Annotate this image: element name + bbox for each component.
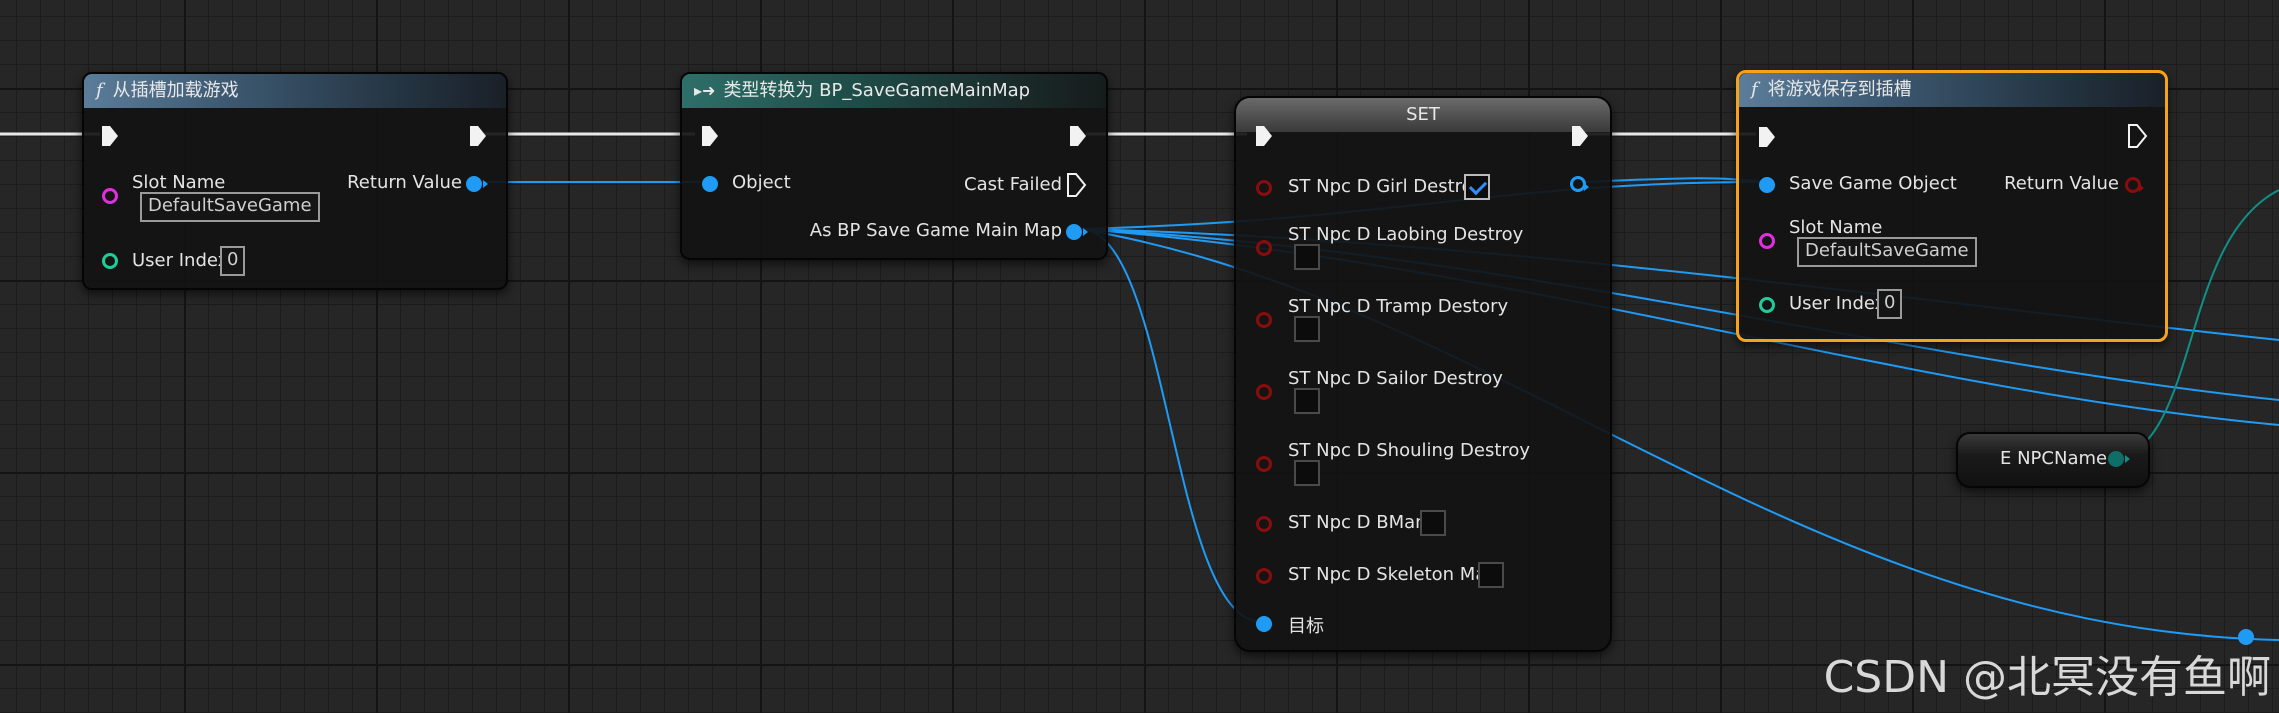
object-wire bbox=[1079, 228, 1263, 623]
exec-in-pin[interactable] bbox=[1254, 124, 1274, 148]
exec-out-pin[interactable] bbox=[2127, 123, 2149, 149]
as-output-pin[interactable] bbox=[1066, 224, 1088, 240]
sailor-destroy-checkbox[interactable] bbox=[1294, 388, 1320, 414]
slot-name-pin[interactable] bbox=[1759, 233, 1775, 249]
row-label: ST Npc D Sailor Destroy bbox=[1288, 368, 1503, 389]
return-value-label: Return Value bbox=[347, 172, 462, 193]
object-pin[interactable] bbox=[702, 176, 718, 192]
row-label: ST Npc D Tramp Destory bbox=[1288, 296, 1509, 317]
function-icon: f bbox=[1751, 79, 1758, 100]
bman-checkbox[interactable] bbox=[1420, 510, 1446, 536]
skeleton-man-pin[interactable] bbox=[1256, 568, 1272, 584]
enum-label: E NPCName bbox=[2000, 448, 2108, 469]
cast-failed-exec-pin[interactable] bbox=[1066, 172, 1088, 198]
slot-name-label: Slot Name bbox=[132, 172, 226, 193]
exec-in-pin[interactable] bbox=[100, 124, 120, 148]
object-label: Object bbox=[732, 172, 791, 193]
node-header: ▸➜ 类型转换为 BP_SaveGameMainMap bbox=[682, 74, 1106, 108]
row-label: ST Npc D Laobing Destroy bbox=[1288, 224, 1524, 245]
bman-pin[interactable] bbox=[1256, 516, 1272, 532]
user-index-pin[interactable] bbox=[1759, 297, 1775, 313]
laobing-destroy-pin[interactable] bbox=[1256, 240, 1272, 256]
function-icon: f bbox=[96, 80, 103, 101]
slot-name-input[interactable]: DefaultSaveGame bbox=[1797, 237, 1977, 267]
reroute-node[interactable] bbox=[2238, 629, 2254, 645]
exec-out-pin[interactable] bbox=[468, 124, 488, 148]
user-index-input[interactable]: 0 bbox=[220, 246, 246, 276]
cast-failed-label: Cast Failed bbox=[964, 174, 1062, 195]
enum-out-pin[interactable] bbox=[2108, 451, 2130, 467]
node-header: f 将游戏保存到插槽 bbox=[1739, 73, 2165, 107]
exec-out-pin[interactable] bbox=[1570, 124, 1590, 148]
target-label: 目标 bbox=[1288, 616, 1324, 637]
slot-name-pin[interactable] bbox=[102, 188, 118, 204]
enum-literal-node[interactable]: E NPCName bbox=[1956, 432, 2150, 488]
row-label: ST Npc D Skeleton Man bbox=[1288, 564, 1498, 585]
girl-destroy-out-pin[interactable] bbox=[1570, 176, 1589, 192]
exec-in-pin[interactable] bbox=[700, 124, 720, 148]
return-value-pin[interactable] bbox=[2125, 177, 2144, 193]
shouling-destroy-checkbox[interactable] bbox=[1294, 460, 1320, 486]
row-label: ST Npc D Shouling Destroy bbox=[1288, 440, 1531, 461]
cast-icon: ▸➜ bbox=[694, 81, 716, 100]
node-title: SET bbox=[1406, 104, 1440, 125]
user-index-label: User Index bbox=[132, 250, 229, 271]
girl-destroy-pin[interactable] bbox=[1256, 180, 1272, 196]
user-index-label: User Index bbox=[1789, 293, 1886, 314]
as-label: As BP Save Game Main Map bbox=[809, 220, 1062, 241]
set-node[interactable]: SET ST Npc D Girl Destroy ST Npc D Laobi… bbox=[1234, 96, 1612, 652]
slot-name-label: Slot Name bbox=[1789, 217, 1883, 238]
user-index-input[interactable]: 0 bbox=[1877, 289, 1903, 319]
node-title: 将游戏保存到插槽 bbox=[1767, 79, 1912, 100]
sailor-destroy-pin[interactable] bbox=[1256, 384, 1272, 400]
save-game-object-label: Save Game Object bbox=[1789, 173, 1957, 194]
girl-destroy-checkbox[interactable] bbox=[1464, 174, 1490, 200]
watermark: CSDN @北冥没有鱼啊 bbox=[1823, 652, 2271, 703]
load-game-from-slot-node[interactable]: f 从插槽加载游戏 Slot Name DefaultSaveGame User … bbox=[82, 72, 508, 290]
row-label: ST Npc D BMan bbox=[1288, 512, 1427, 533]
return-value-label: Return Value bbox=[2004, 173, 2119, 194]
node-title: 从插槽加载游戏 bbox=[112, 80, 239, 101]
node-title: 类型转换为 BP_SaveGameMainMap bbox=[723, 80, 1031, 101]
node-header: SET bbox=[1236, 98, 1610, 132]
user-index-pin[interactable] bbox=[102, 253, 118, 269]
tramp-destory-checkbox[interactable] bbox=[1294, 316, 1320, 342]
slot-name-input[interactable]: DefaultSaveGame bbox=[140, 192, 320, 222]
target-pin[interactable] bbox=[1256, 616, 1272, 632]
shouling-destroy-pin[interactable] bbox=[1256, 456, 1272, 472]
exec-in-pin[interactable] bbox=[1757, 125, 1777, 149]
row-label: ST Npc D Girl Destroy bbox=[1288, 176, 1484, 197]
cast-to-node[interactable]: ▸➜ 类型转换为 BP_SaveGameMainMap Object Cast F… bbox=[680, 72, 1108, 260]
node-header: f 从插槽加载游戏 bbox=[84, 74, 506, 108]
save-game-object-pin[interactable] bbox=[1759, 177, 1775, 193]
laobing-destroy-checkbox[interactable] bbox=[1294, 244, 1320, 270]
tramp-destory-pin[interactable] bbox=[1256, 312, 1272, 328]
skeleton-man-checkbox[interactable] bbox=[1478, 562, 1504, 588]
return-value-pin[interactable] bbox=[466, 176, 488, 192]
exec-out-pin[interactable] bbox=[1068, 124, 1088, 148]
